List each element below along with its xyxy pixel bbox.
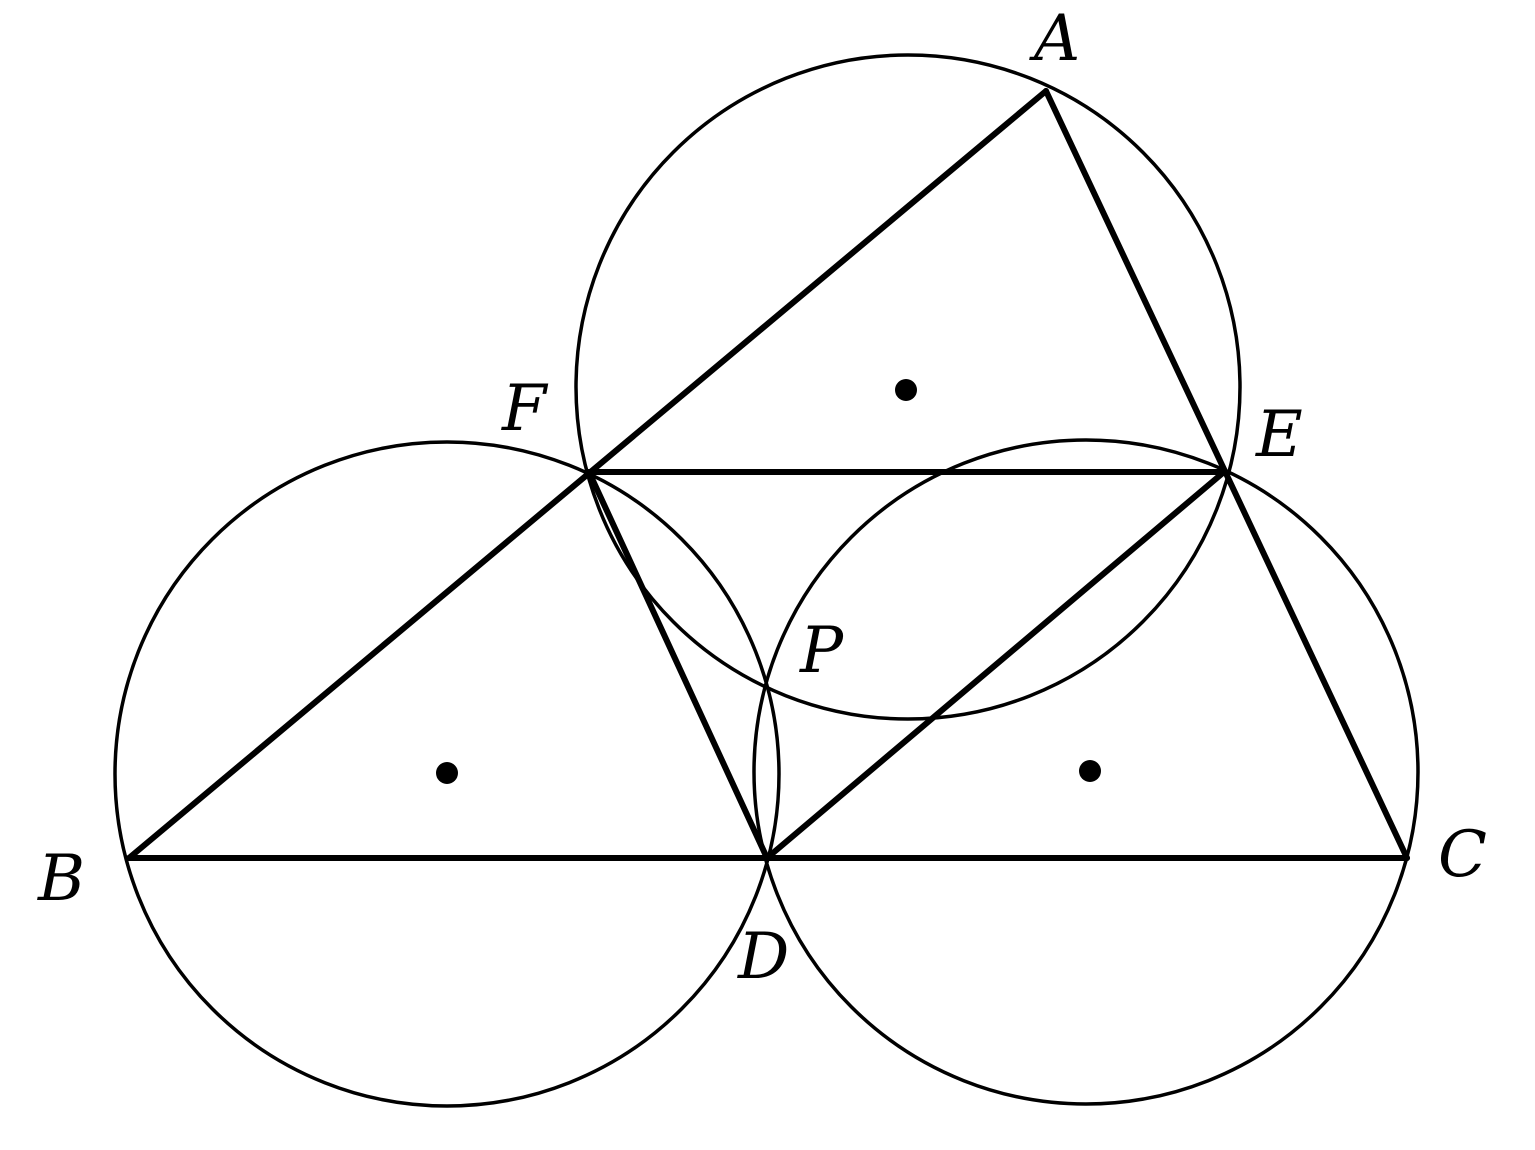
center-dot-aef [895, 379, 917, 401]
label-a: A [1029, 2, 1080, 76]
label-b: B [37, 842, 85, 916]
label-p: P [799, 614, 844, 688]
circle-bdf [113, 440, 781, 1108]
segment-ac [1043, 88, 1410, 861]
label-e: E [1255, 398, 1303, 472]
label-f: F [501, 372, 549, 446]
circle-cde [752, 438, 1420, 1106]
center-dot-cde [1079, 760, 1101, 782]
segment-de [764, 469, 1227, 861]
center-dot-bdf [436, 762, 458, 784]
segment-fd [586, 469, 770, 861]
label-c: C [1438, 818, 1487, 892]
label-d: D [737, 920, 789, 994]
circle-aef [574, 53, 1242, 721]
